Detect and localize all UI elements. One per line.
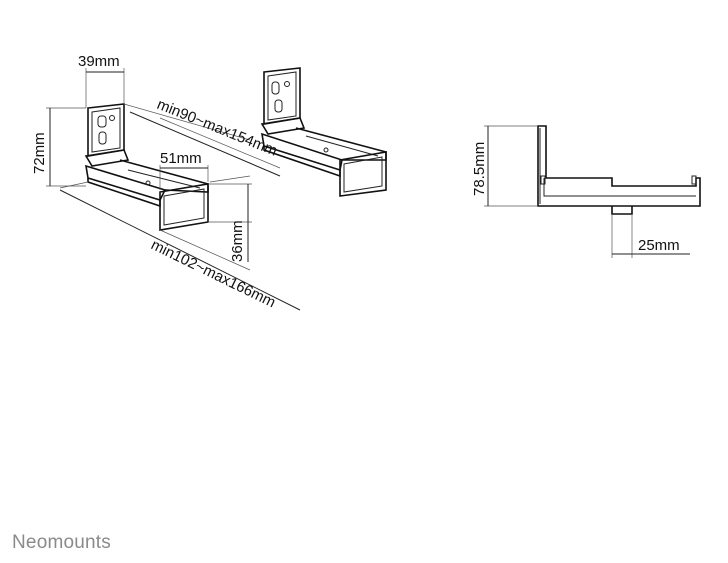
dim-51mm: 51mm bbox=[160, 150, 202, 167]
brand-logo: Neomounts bbox=[12, 532, 111, 553]
dim-min102-max166: min102~max166mm bbox=[148, 236, 278, 311]
dim-39mm: 39mm bbox=[78, 53, 120, 70]
dim-25mm: 25mm bbox=[638, 237, 680, 254]
side-view-bracket bbox=[537, 125, 701, 215]
dim-78-5mm: 78.5mm bbox=[471, 142, 488, 196]
dimension-lines-left bbox=[46, 68, 301, 311]
middle-bracket bbox=[260, 67, 387, 197]
dim-36mm: 36mm bbox=[229, 220, 246, 262]
dimension-lines-right bbox=[484, 125, 690, 258]
dim-72mm: 72mm bbox=[31, 132, 48, 174]
